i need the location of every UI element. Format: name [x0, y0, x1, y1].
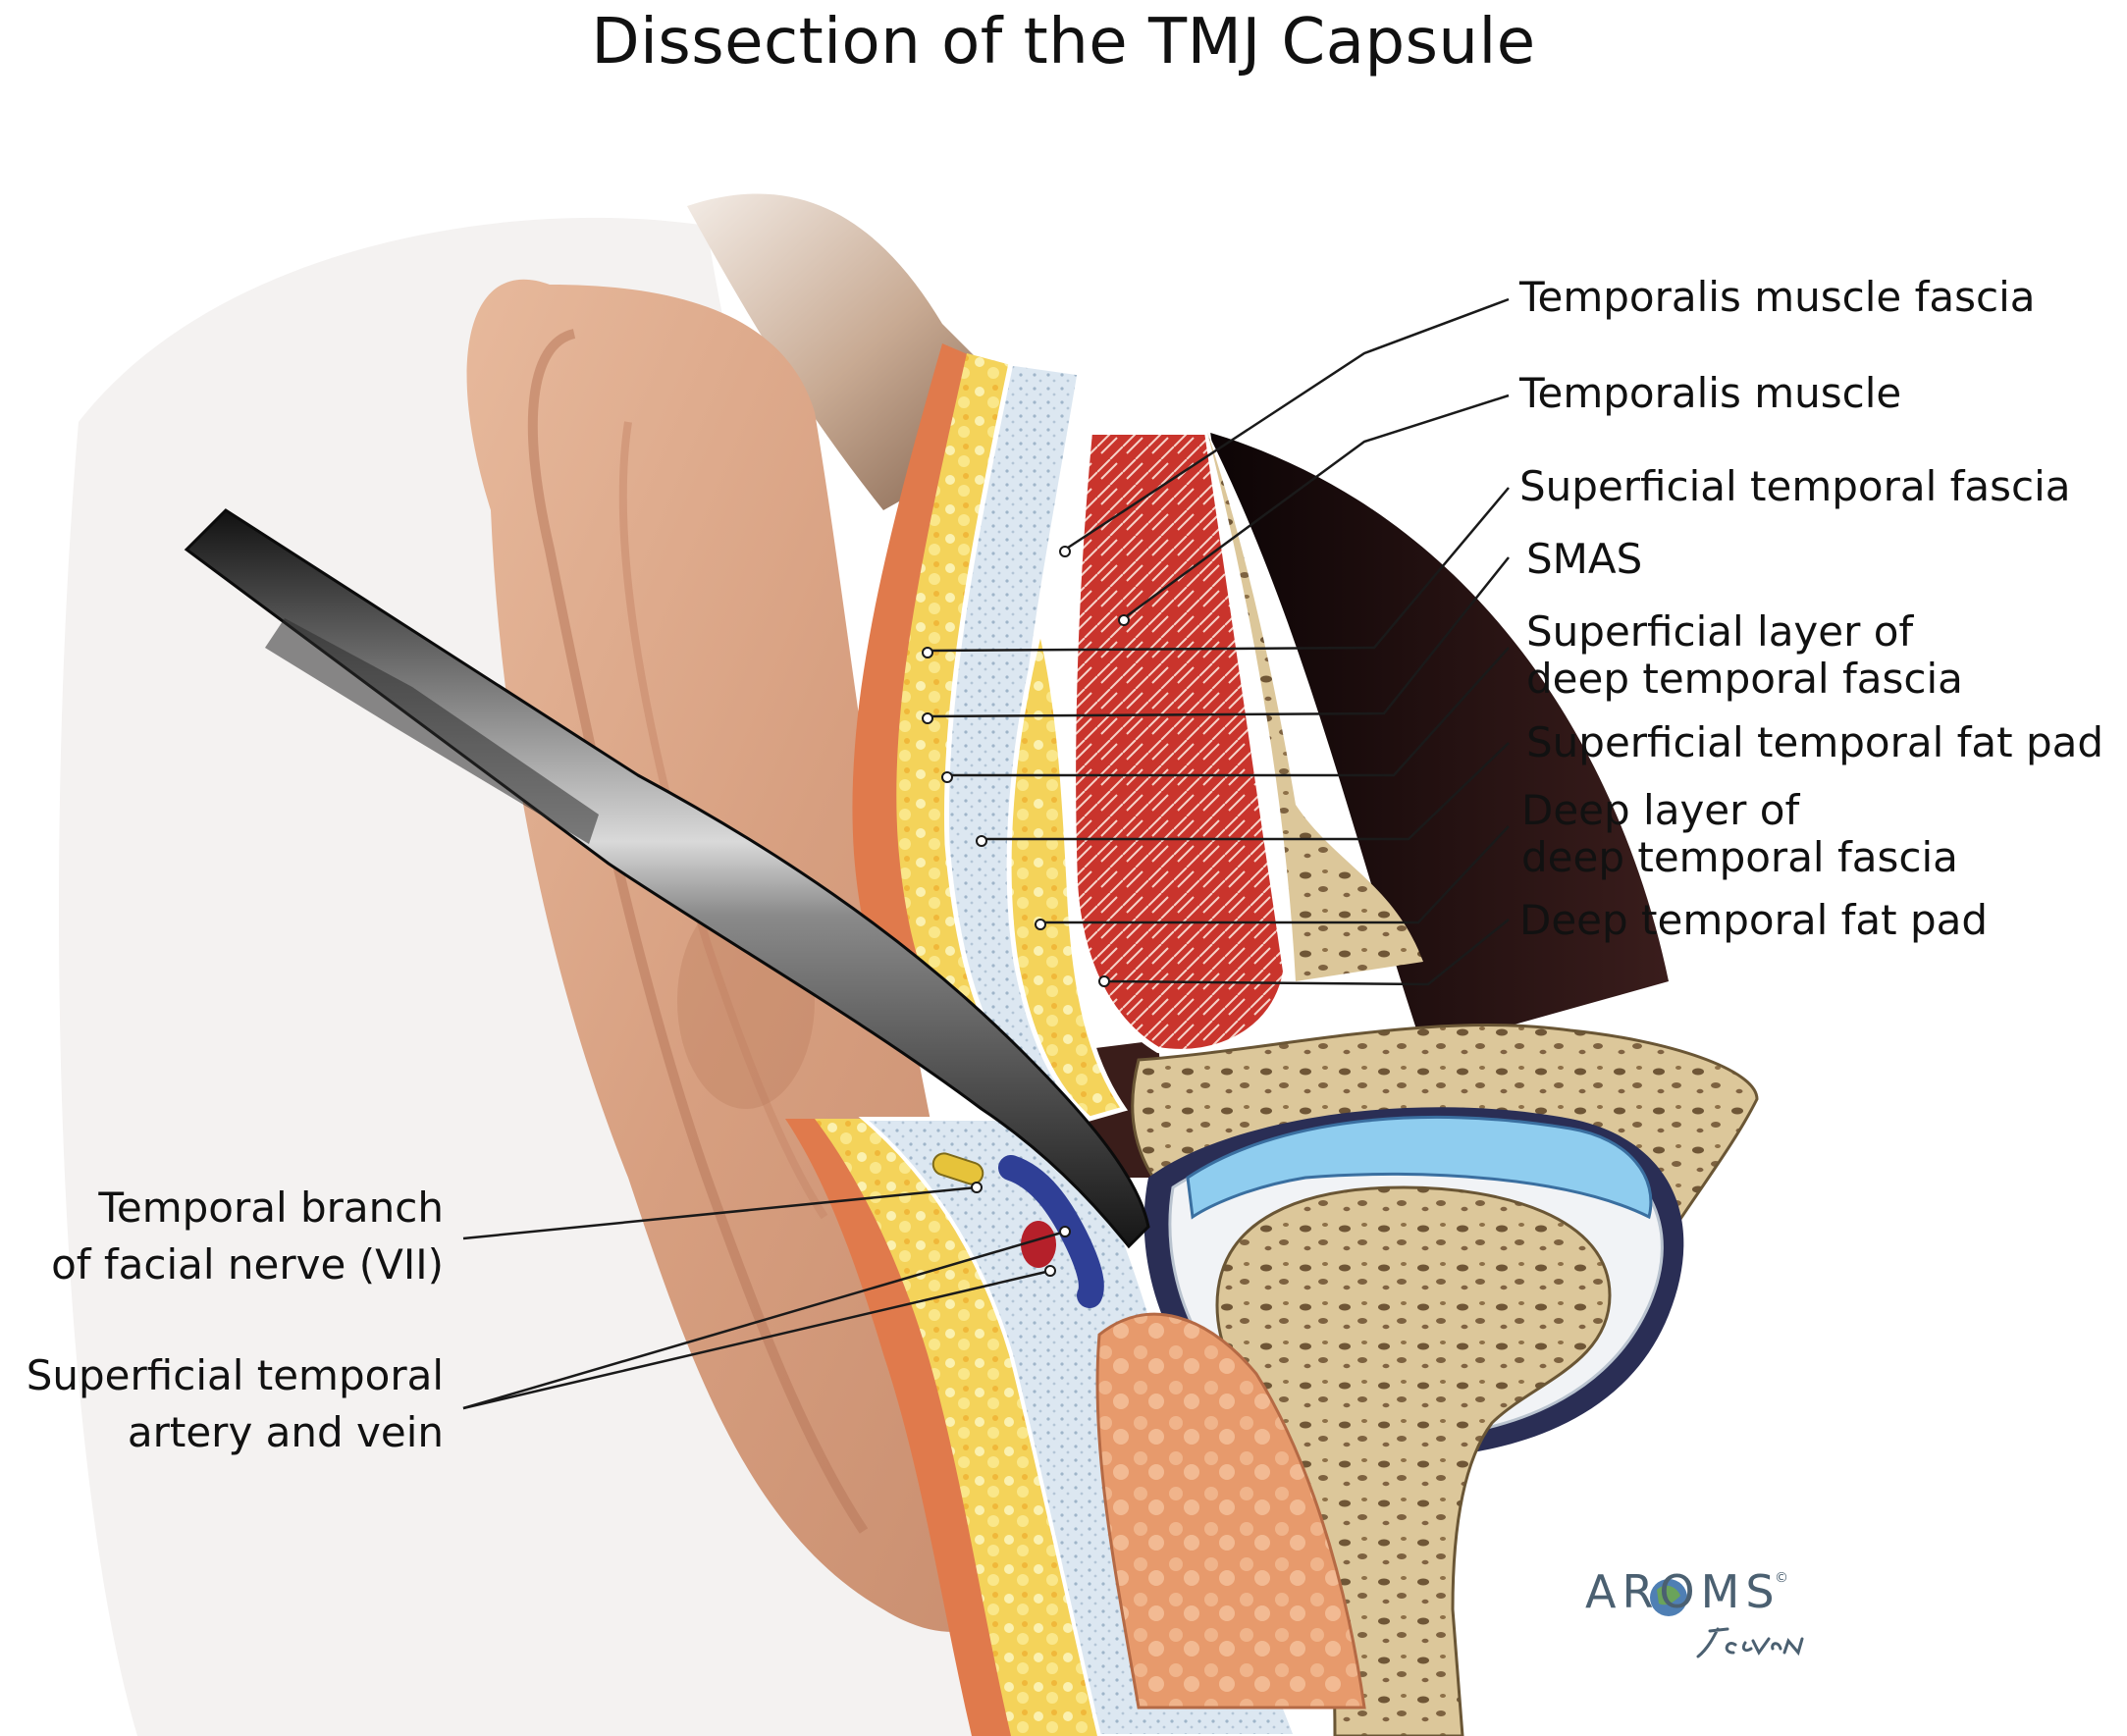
label-superficial-temporal-fat-pad: Superficial temporal fat pad	[1526, 718, 2104, 766]
label-temporalis-muscle-fascia: Temporalis muscle fascia	[1519, 273, 2036, 321]
artist-signature	[1696, 1627, 1804, 1658]
label-deep-temporal-fat-pad: Deep temporal fat pad	[1519, 896, 1989, 944]
aroms-logo: AROMS	[1585, 1565, 1781, 1618]
label-deep-layer-deep-temporal-fascia-line1: Deep layer of	[1521, 786, 1800, 834]
label-superficial-temporal-fascia: Superficial temporal fascia	[1519, 462, 2071, 510]
copyright-mark: ©	[1775, 1570, 1788, 1586]
label-deep-layer-deep-temporal-fascia-line2: deep temporal fascia	[1521, 833, 1958, 881]
label-superficial-temporal-artery-vein-line2: artery and vein	[127, 1408, 444, 1456]
label-superficial-layer-deep-temporal-fascia-line1: Superficial layer of	[1526, 607, 1914, 656]
label-superficial-layer-deep-temporal-fascia-line2: deep temporal fascia	[1526, 655, 1963, 703]
label-superficial-temporal-artery-vein-line1: Superficial temporal	[26, 1351, 444, 1399]
label-smas: SMAS	[1526, 535, 1643, 583]
label-temporalis-muscle: Temporalis muscle	[1519, 369, 1902, 417]
label-temporal-branch-facial-nerve-line1: Temporal branch	[98, 1184, 444, 1232]
figure-title: Dissection of the TMJ Capsule	[591, 6, 1536, 79]
label-temporal-branch-facial-nerve-line2: of facial nerve (VII)	[51, 1240, 444, 1289]
